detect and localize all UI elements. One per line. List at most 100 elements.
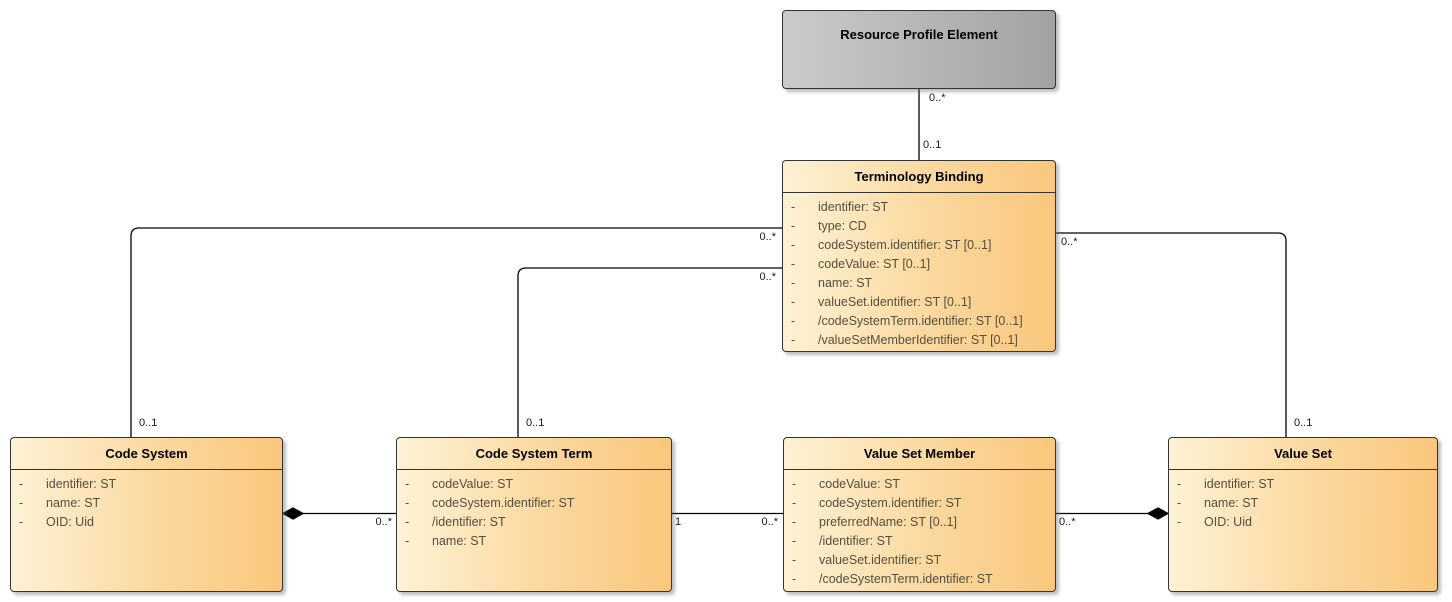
association-tb-codesystemterm (517, 267, 782, 437)
multiplicity-label: 0..* (375, 516, 392, 528)
attribute-text: identifier: ST (818, 200, 889, 214)
attribute-text: name: ST (1204, 496, 1259, 510)
visibility-marker: - (792, 515, 797, 529)
attribute-row: - OID: Uid (11, 513, 282, 532)
visibility-marker: - (19, 515, 24, 529)
class-title: Code System (11, 438, 282, 470)
visibility-marker: - (791, 295, 796, 309)
visibility-marker: - (791, 333, 796, 347)
multiplicity-label: 0..* (929, 92, 946, 104)
attribute-text: valueSet.identifier: ST (819, 553, 942, 567)
association-tb-valueset (1056, 232, 1287, 437)
visibility-marker: - (792, 572, 797, 586)
class-title: Code System Term (397, 438, 671, 470)
attribute-row: -codeValue: ST (784, 475, 1055, 494)
visibility-marker: - (1177, 515, 1182, 529)
visibility-marker: - (791, 238, 796, 252)
multiplicity-label: 0..* (1059, 516, 1076, 528)
multiplicity-label: 0..* (759, 271, 776, 283)
multiplicity-label: 0..* (761, 516, 778, 528)
class-code-system: Code System - identifier: ST - name: ST - O… (10, 437, 283, 592)
attribute-row: - codeValue: ST [0..1] (783, 255, 1055, 274)
multiplicity-label: 0..1 (526, 417, 545, 429)
attribute-text: codeSystem.identifier: ST (432, 496, 575, 510)
attribute-row: - preferredName: ST [0..1] (784, 513, 1055, 532)
visibility-marker: - (792, 534, 797, 548)
attribute-text: identifier: ST (1204, 477, 1275, 491)
visibility-marker: - (791, 200, 796, 214)
attribute-text: type: CD (818, 219, 867, 233)
composition-diamond-codesystem (281, 507, 305, 520)
visibility-marker: - (792, 553, 797, 567)
visibility-marker: - (791, 276, 796, 290)
visibility-marker: - (792, 477, 797, 491)
multiplicity-label: 0..* (759, 231, 776, 243)
attribute-text: identifier: ST (46, 477, 117, 491)
multiplicity-label: 1 (675, 516, 682, 528)
attribute-text: codeValue: ST (432, 477, 514, 491)
attribute-row: - /codeSystemTerm.identifier: ST [0..1] (783, 312, 1055, 331)
attribute-compartment: - codeValue: ST - codeSystem.identifier: S… (397, 470, 671, 551)
attribute-row: - identifier: ST (783, 198, 1055, 217)
attribute-row: -identifier: ST (1169, 475, 1437, 494)
attribute-row: - identifier: ST (11, 475, 282, 494)
multiplicity-label: 0..1 (139, 417, 158, 429)
attribute-row: - codeValue: ST (397, 475, 671, 494)
attribute-compartment: -identifier: ST -type: CD -codeSystem.id… (783, 193, 1055, 350)
class-title: Terminology Binding (783, 161, 1055, 193)
class-title: Value Set Member (784, 438, 1055, 470)
attribute-compartment: -codeValue: ST -codeSystem.identifier: S… (784, 470, 1055, 589)
visibility-marker: - (1177, 496, 1182, 510)
attribute-row: - /codeSystemTerm.identifier: ST (784, 570, 1055, 589)
attribute-text: /identifier: ST (432, 515, 506, 529)
attribute-text: codeValue: ST [0..1] (818, 257, 931, 271)
class-value-set-member: Value Set Member -codeValue: ST -codeSys… (783, 437, 1056, 592)
visibility-marker: - (405, 477, 410, 491)
association-tb-codesystem (130, 227, 782, 437)
attribute-row: - OID: Uid (1169, 513, 1437, 532)
attribute-text: /identifier: ST (819, 534, 893, 548)
attribute-text: name: ST (432, 534, 487, 548)
attribute-compartment: - identifier: ST - name: ST - OID: Uid (11, 470, 282, 532)
attribute-text: OID: Uid (46, 515, 94, 529)
composition-diamond-valueset (1146, 507, 1170, 520)
attribute-text: /codeSystemTerm.identifier: ST (819, 572, 993, 586)
attribute-row: - name: ST (1169, 494, 1437, 513)
attribute-text: /valueSetMemberIdentifier: ST [0..1] (818, 333, 1018, 347)
visibility-marker: - (405, 496, 410, 510)
attribute-row: - /valueSetMemberIdentifier: ST [0..1] (783, 331, 1055, 350)
attribute-text: preferredName: ST [0..1] (819, 515, 958, 529)
class-title: Value Set (1169, 438, 1437, 470)
visibility-marker: - (791, 314, 796, 328)
attribute-text: /codeSystemTerm.identifier: ST [0..1] (818, 314, 1023, 328)
visibility-marker: - (405, 515, 410, 529)
class-resource-profile-element: Resource Profile Element (782, 10, 1056, 89)
attribute-text: name: ST (818, 276, 873, 290)
attribute-row: - valueSet.identifier: ST [0..1] (783, 293, 1055, 312)
visibility-marker: - (792, 496, 797, 510)
attribute-row: - name: ST (783, 274, 1055, 293)
attribute-row: - /identifier: ST (784, 532, 1055, 551)
attribute-row: - name: ST (397, 532, 671, 551)
visibility-marker: - (19, 477, 24, 491)
attribute-row: - valueSet.identifier: ST (784, 551, 1055, 570)
attribute-text: name: ST (46, 496, 101, 510)
class-code-system-term: Code System Term - codeValue: ST - codeSys… (396, 437, 672, 592)
attribute-text: valueSet.identifier: ST [0..1] (818, 295, 972, 309)
multiplicity-label: 0..1 (923, 139, 942, 151)
multiplicity-label: 0..* (1061, 236, 1078, 248)
attribute-row: - codeSystem.identifier: ST (397, 494, 671, 513)
visibility-marker: - (791, 257, 796, 271)
visibility-marker: - (19, 496, 24, 510)
class-terminology-binding: Terminology Binding - identifier: ST - typ… (782, 160, 1056, 352)
attribute-row: - name: ST (11, 494, 282, 513)
multiplicity-label: 0..1 (1294, 417, 1313, 429)
visibility-marker: - (405, 534, 410, 548)
attribute-row: - /identifier: ST (397, 513, 671, 532)
visibility-marker: - (791, 219, 796, 233)
class-value-set: Value Set -identifier: ST - name: ST - OID… (1168, 437, 1438, 592)
attribute-row: -codeSystem.identifier: ST (784, 494, 1055, 513)
attribute-text: OID: Uid (1204, 515, 1252, 529)
